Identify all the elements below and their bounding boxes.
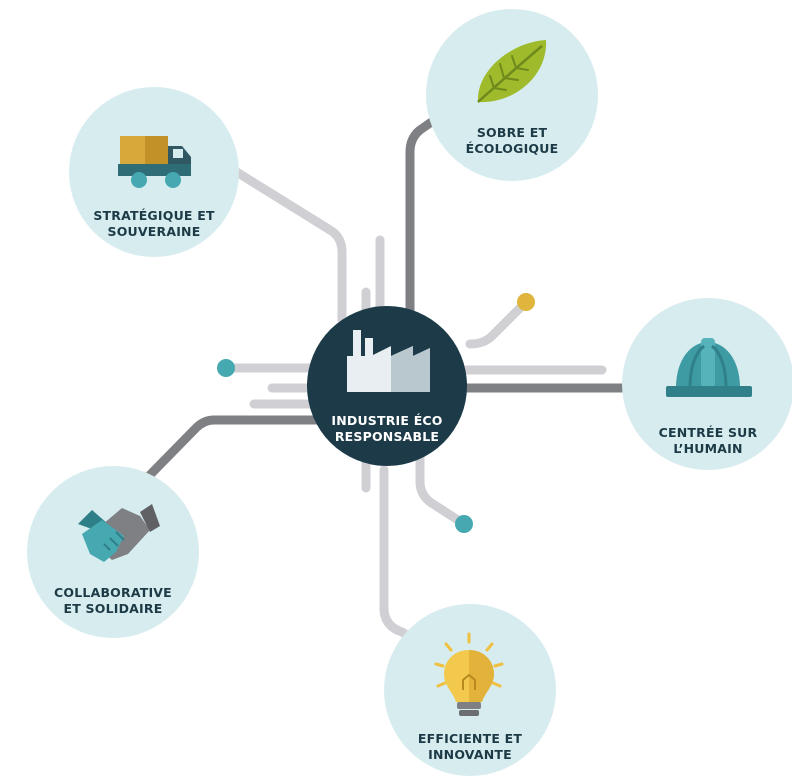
- node-label-line1: EFFICIENTE ET: [418, 731, 522, 746]
- hub-label-line2: RESPONSABLE: [335, 429, 439, 444]
- node-label-line1: SOBRE ET: [477, 125, 548, 140]
- node-label-line1: STRATÉGIQUE ET: [93, 208, 215, 223]
- node-label-line2: L’HUMAIN: [673, 441, 742, 456]
- node-humain: CENTRÉE SUR L’HUMAIN: [622, 298, 792, 470]
- node-label-line2: INNOVANTE: [428, 747, 512, 762]
- handshake-icon: [78, 504, 160, 562]
- connector-yellow: [465, 297, 531, 349]
- node-sobre: SOBRE ET ÉCOLOGIQUE: [426, 9, 598, 181]
- node-label-line1: COLLABORATIVE: [54, 585, 172, 600]
- dot-yellow: [517, 293, 535, 311]
- connector-sobre: [405, 111, 445, 319]
- node-strategique: STRATÉGIQUE ET SOUVERAINE: [69, 87, 239, 257]
- node-solidaire: COLLABORATIVE ET SOLIDAIRE: [27, 466, 199, 638]
- node-label-line2: SOUVERAINE: [108, 224, 201, 239]
- connector-teal-bottom: [415, 453, 469, 529]
- hub: INDUSTRIE ÉCO RESPONSABLE: [307, 306, 467, 466]
- connector-innovante: [379, 465, 419, 645]
- lightbulb-icon: [434, 632, 504, 716]
- dot-teal-bottom: [455, 515, 473, 533]
- node-label-line2: ÉCOLOGIQUE: [466, 141, 559, 156]
- dot-teal-left: [217, 359, 235, 377]
- connector-strategique: [222, 161, 347, 325]
- hub-label-line1: INDUSTRIE ÉCO: [331, 413, 442, 428]
- factory-icon: [347, 330, 430, 392]
- node-label-line2: ET SOLIDAIRE: [64, 601, 163, 616]
- leaf-icon: [477, 40, 547, 103]
- hard-hat-icon: [666, 338, 752, 397]
- node-innovante: EFFICIENTE ET INNOVANTE: [384, 604, 556, 776]
- node-bubble: [426, 9, 598, 181]
- connector-lines: [140, 111, 637, 645]
- connector-solidaire: [140, 415, 323, 485]
- node-label-line1: CENTRÉE SUR: [659, 425, 758, 440]
- truck-icon: [118, 136, 191, 188]
